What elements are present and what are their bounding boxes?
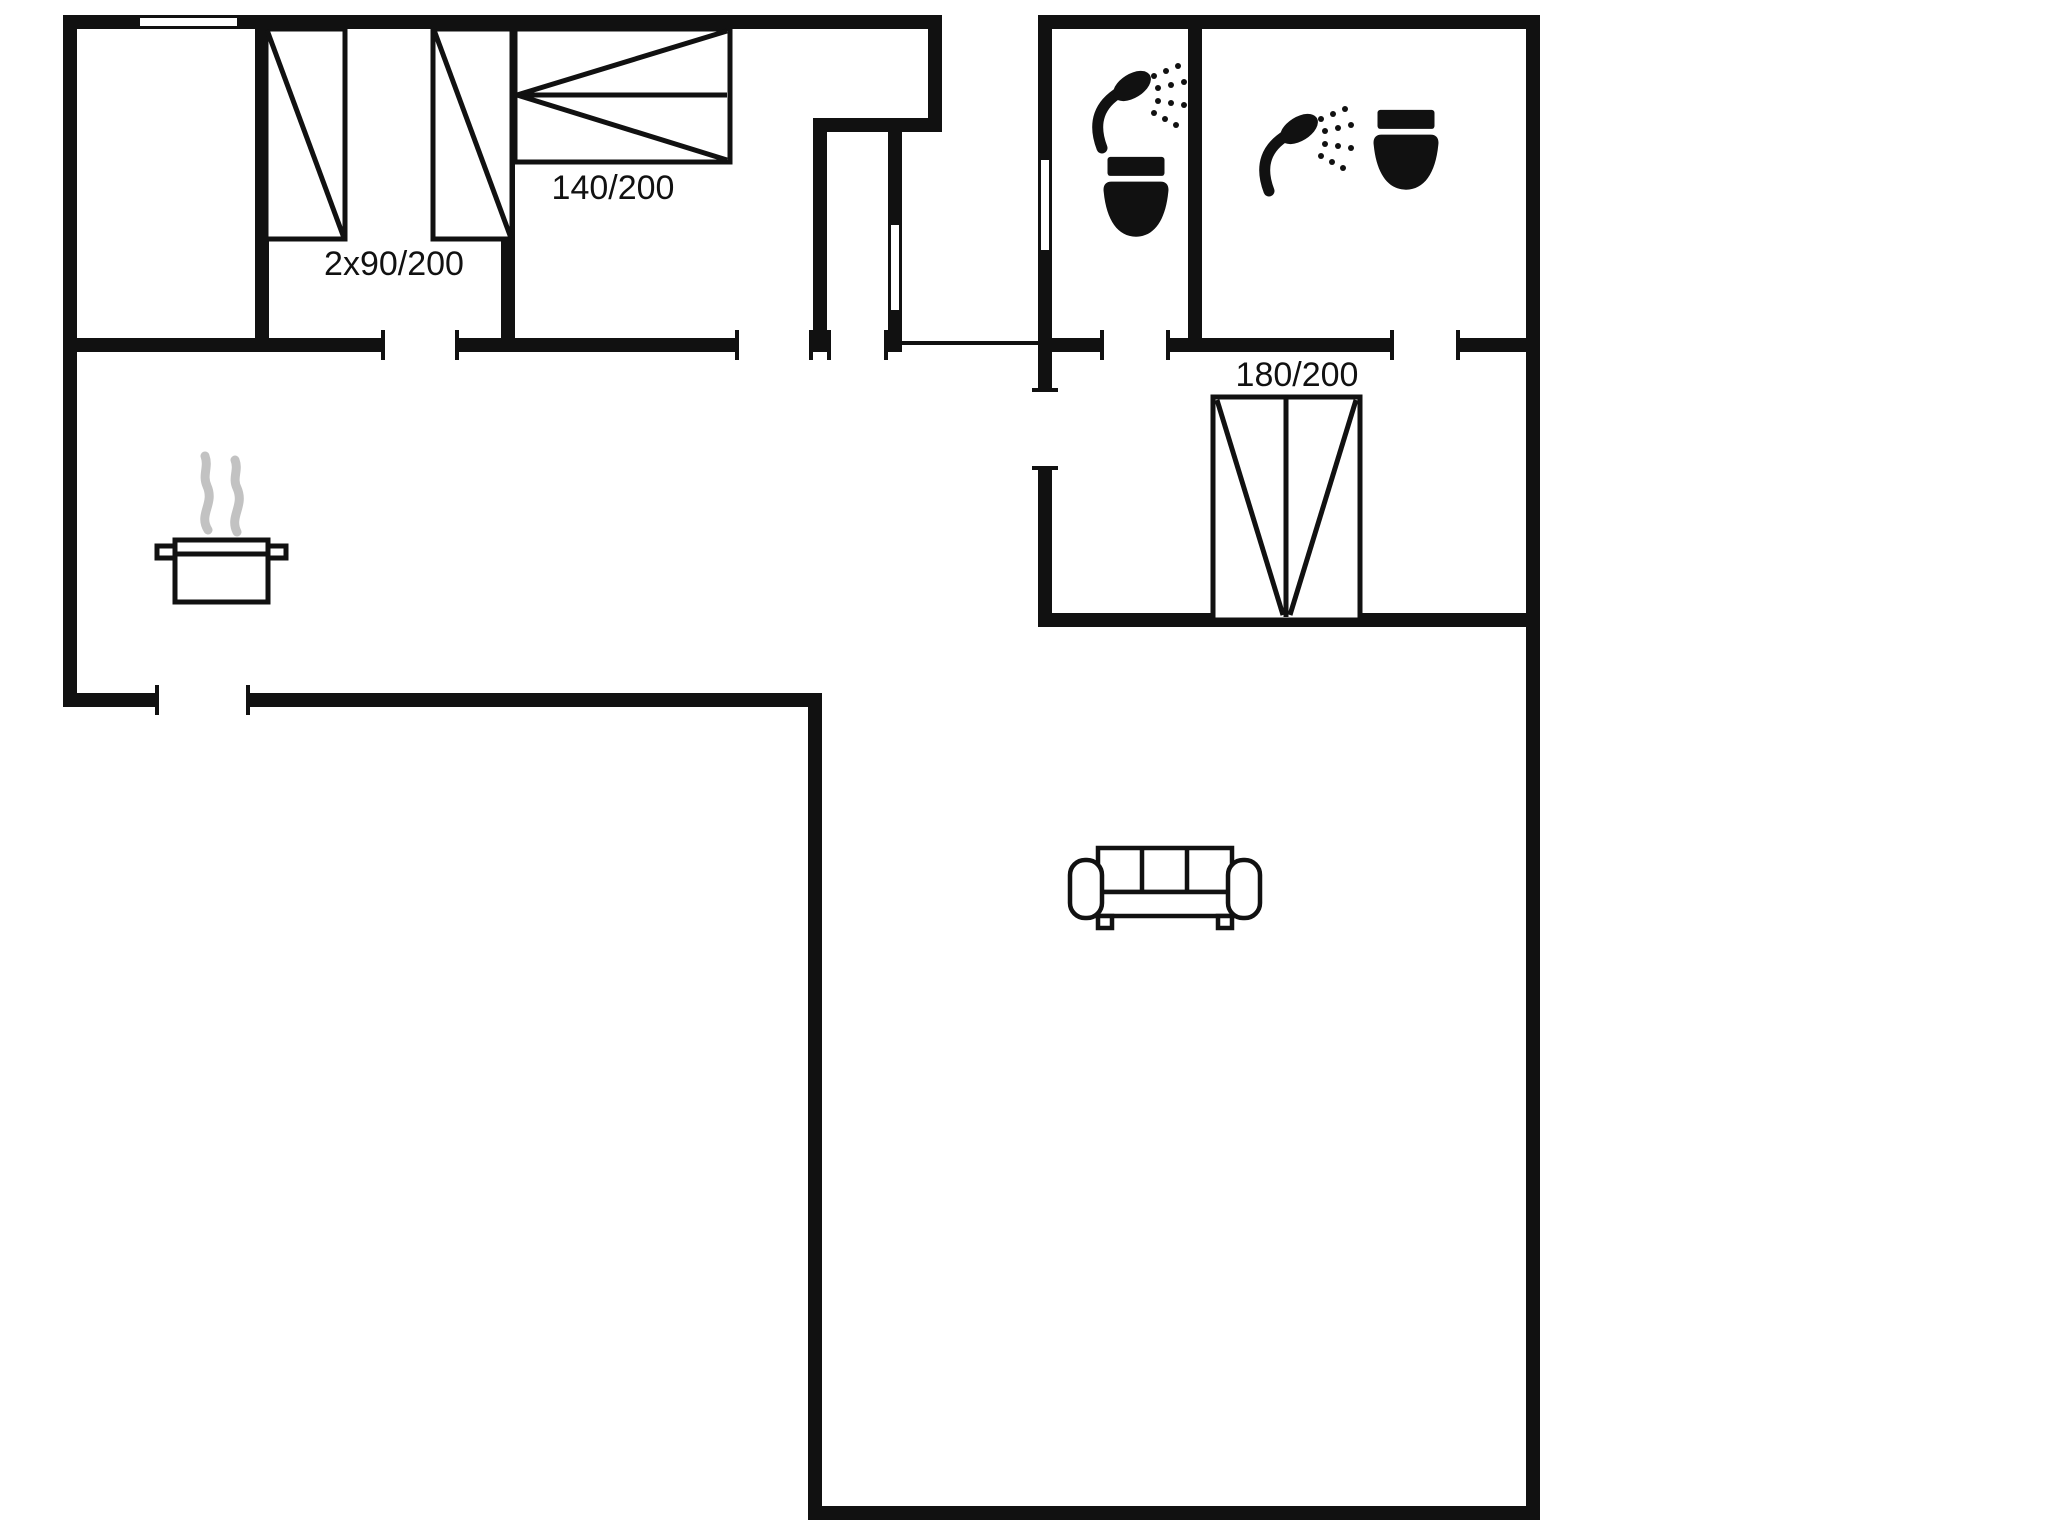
bed-double-large	[1210, 394, 1363, 623]
bed-fold-line	[516, 92, 728, 163]
shower-icon	[1265, 106, 1354, 191]
toilet-icon	[1103, 156, 1169, 237]
steam-icon	[230, 455, 244, 537]
sofa-foot	[1095, 913, 1115, 931]
sofa-icon	[1067, 845, 1263, 931]
toilet-icon	[1373, 109, 1439, 190]
bed-double-small-label: 140/200	[552, 169, 675, 207]
pot-handle	[265, 543, 289, 561]
bed-twin-label: 2x90/200	[324, 245, 464, 283]
bed-fold-line	[431, 29, 514, 239]
bed-twin	[263, 26, 515, 242]
bed-fold-line	[264, 29, 347, 239]
bed-double-small	[512, 26, 733, 165]
sofa-foot	[1215, 913, 1235, 931]
bed-fold-line	[1214, 399, 1286, 616]
stove-pot-icon	[154, 451, 289, 605]
sofa-seat	[1087, 889, 1243, 919]
pot-body	[172, 537, 271, 605]
steam-icon	[200, 451, 214, 535]
bed-fold-line	[516, 28, 728, 98]
bed-fold-line	[1287, 399, 1359, 616]
pot-handle	[154, 543, 178, 561]
sofa-armrest	[1067, 857, 1105, 921]
shower-icon	[1098, 63, 1187, 148]
bed-double-large-label: 180/200	[1236, 356, 1359, 394]
sofa-backrest	[1095, 845, 1235, 895]
sofa-armrest	[1225, 857, 1263, 921]
